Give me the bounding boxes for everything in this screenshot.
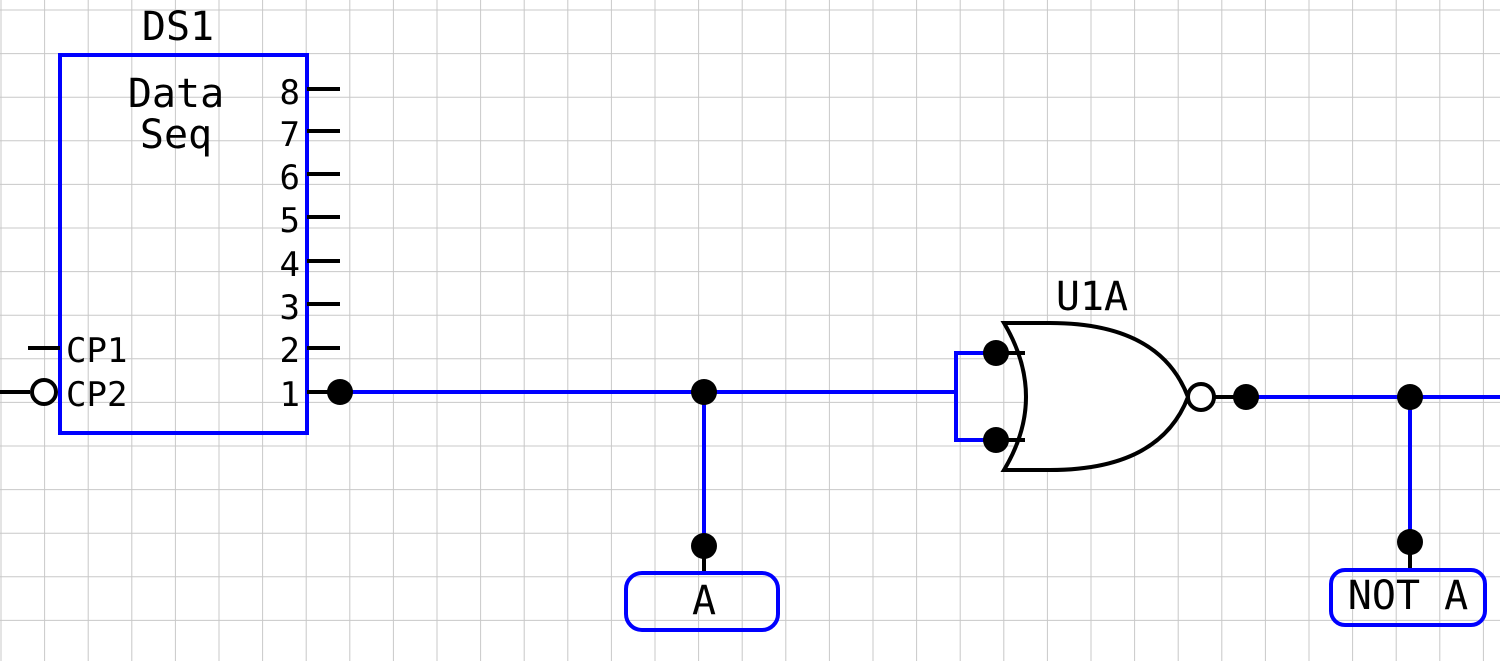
ds1-pin-5-label: 5 <box>280 201 300 241</box>
u1a-nor-gate[interactable]: U1A <box>996 274 1246 472</box>
ds1-title-line2: Seq <box>140 112 212 158</box>
net-label-not-a-frame[interactable] <box>1329 568 1487 627</box>
ds1-cp2-label: CP2 <box>66 375 127 415</box>
ds1-cp2-pin[interactable]: CP2 <box>0 375 127 415</box>
ds1-pin-2[interactable]: 2 <box>280 331 340 371</box>
ds1-body[interactable] <box>58 53 309 435</box>
ds1-pin-5[interactable]: 5 <box>280 201 340 241</box>
net-label-not-a[interactable]: NOT A <box>1329 542 1487 627</box>
u1a-output-inversion-bubble <box>1186 382 1216 412</box>
u1a-input-a-dot[interactable] <box>983 340 1009 366</box>
net-label-not-a-text: NOT A <box>1348 573 1468 619</box>
ds1-cp1-pin[interactable]: CP1 <box>28 331 127 371</box>
ds1-pin-8-label: 8 <box>280 73 300 113</box>
junction-dots <box>327 340 1423 559</box>
wire-nor-inputs-tie[interactable] <box>954 351 996 442</box>
ds1-pin-1-junction-dot[interactable] <box>327 379 353 405</box>
u1a-output-dot[interactable] <box>1233 384 1259 410</box>
ds1-pin-4[interactable]: 4 <box>280 245 340 285</box>
net-not-a-junction-dot[interactable] <box>1397 384 1423 410</box>
ds1-pin-3-label: 3 <box>280 288 300 328</box>
ds1-pin-7-label: 7 <box>280 115 300 155</box>
net-label-a-frame[interactable] <box>624 571 780 632</box>
u1a-gate-body[interactable] <box>1000 321 1191 472</box>
ds1-pin-2-label: 2 <box>280 331 300 371</box>
net-label-a-connection-dot[interactable] <box>691 533 717 559</box>
ds1-component[interactable]: DS1 Data Seq 8 7 6 5 4 3 2 <box>0 4 340 435</box>
ds1-ref-label: DS1 <box>142 4 214 50</box>
ds1-pin-6-label: 6 <box>280 158 300 198</box>
net-label-not-a-connection-dot[interactable] <box>1397 529 1423 555</box>
ds1-pin-4-label: 4 <box>280 245 300 285</box>
u1a-ref-label: U1A <box>1056 274 1128 320</box>
ds1-pin-1-label: 1 <box>280 375 300 415</box>
u1a-input-b-dot[interactable] <box>983 427 1009 453</box>
ds1-cp2-inversion-bubble <box>30 378 58 406</box>
ds1-pin-6[interactable]: 6 <box>280 158 340 198</box>
wires <box>340 351 1500 546</box>
ds1-pin-7[interactable]: 7 <box>280 115 340 155</box>
ds1-cp1-label: CP1 <box>66 331 127 371</box>
net-a-junction-dot[interactable] <box>691 379 717 405</box>
ds1-title-line1: Data <box>128 71 224 117</box>
ds1-pin-3[interactable]: 3 <box>280 288 340 328</box>
ds1-pin-8[interactable]: 8 <box>280 73 340 113</box>
net-label-a-text: A <box>692 578 716 624</box>
